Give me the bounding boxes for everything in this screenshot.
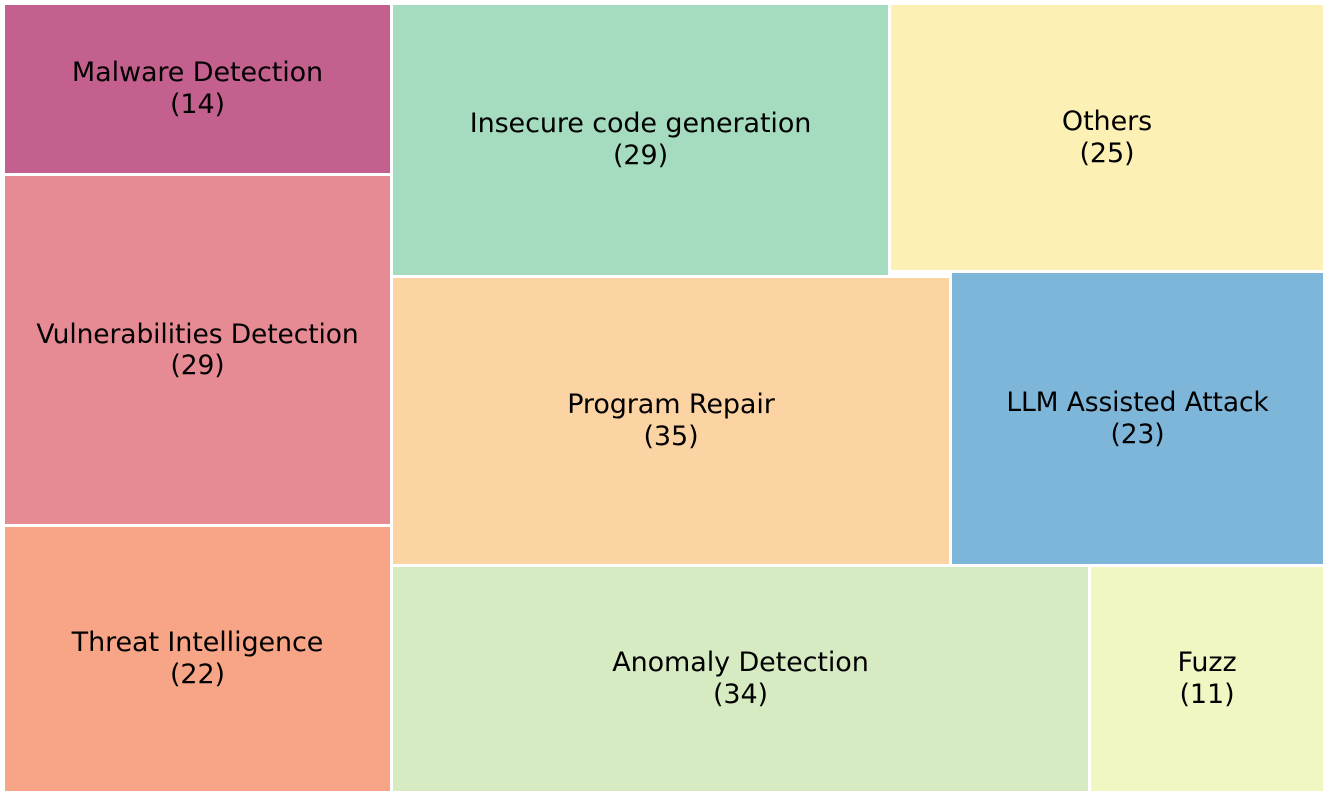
treemap-tile-label: Threat Intelligence (22) [71,627,324,690]
treemap-tile-label: Vulnerabilities Detection (29) [36,318,359,381]
treemap-tile-label: Program Repair (35) [567,389,775,452]
treemap-tile-label: Anomaly Detection (34) [612,647,869,710]
treemap-tile-fuzz[interactable]: Fuzz (11) [1091,567,1323,791]
treemap-tile-program-repair[interactable]: Program Repair (35) [393,278,949,564]
treemap-tile-anomaly-detection[interactable]: Anomaly Detection (34) [393,567,1088,791]
treemap-tile-label: Fuzz (11) [1177,647,1237,710]
treemap-tile-vulnerabilities-detection[interactable]: Vulnerabilities Detection (29) [5,176,390,524]
treemap-tile-others[interactable]: Others (25) [891,5,1323,270]
treemap-tile-label: Malware Detection (14) [71,57,324,120]
treemap-tile-label: Insecure code generation (29) [469,108,812,171]
treemap-tile-label: Others (25) [1061,105,1153,169]
treemap-tile-insecure-code-generation[interactable]: Insecure code generation (29) [393,5,888,275]
treemap-tile-threat-intelligence[interactable]: Threat Intelligence (22) [5,527,390,791]
treemap-tile-llm-assisted-attack[interactable]: LLM Assisted Attack (23) [952,273,1323,564]
treemap-tile-label: LLM Assisted Attack (23) [1006,387,1269,450]
treemap-tile-malware-detection[interactable]: Malware Detection (14) [5,5,390,173]
